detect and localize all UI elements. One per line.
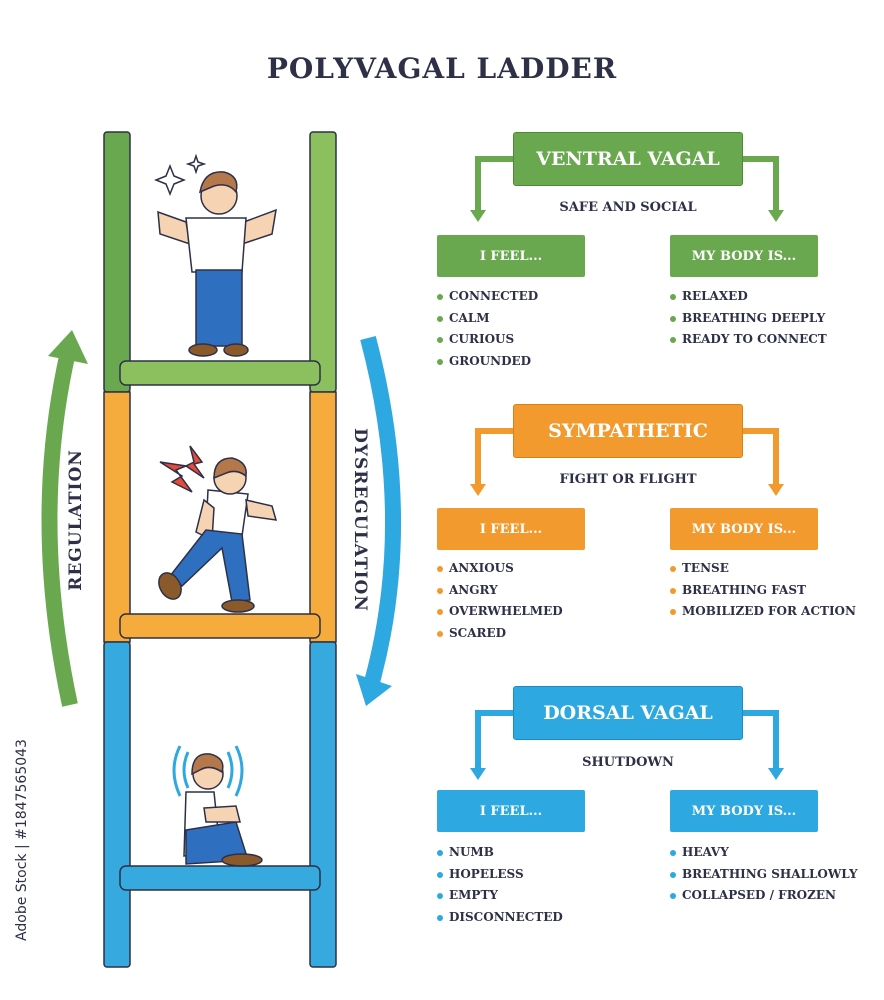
- list-item: CURIOUS: [437, 329, 538, 351]
- shutdown-person-figure: [172, 745, 263, 867]
- ventral-feel-label: I FEEL...: [437, 235, 585, 277]
- ventral-connectors: [475, 156, 779, 212]
- dorsal-body-label: MY BODY IS...: [670, 790, 818, 832]
- sympathetic-connectors: [475, 428, 779, 486]
- sympathetic-body-label: MY BODY IS...: [670, 508, 818, 550]
- list-item: DISCONNECTED: [437, 907, 563, 929]
- list-item: SCARED: [437, 623, 563, 645]
- regulation-label: REGULATION: [66, 449, 86, 591]
- list-item: HOPELESS: [437, 864, 563, 886]
- list-item: CALM: [437, 308, 538, 330]
- dysregulation-label: DYSREGULATION: [350, 428, 370, 612]
- list-item: CONNECTED: [437, 286, 538, 308]
- stock-credit: Adobe Stock | #1847565043: [14, 739, 30, 941]
- page-title: POLYVAGAL LADDER: [266, 52, 618, 85]
- list-item: OVERWHELMED: [437, 601, 563, 623]
- list-item: COLLAPSED / FROZEN: [670, 885, 858, 907]
- list-item: BREATHING FAST: [670, 580, 856, 602]
- dorsal-connectors: [475, 710, 779, 770]
- sympathetic-caption: FIGHT OR FLIGHT: [559, 472, 697, 487]
- list-item: TENSE: [670, 558, 856, 580]
- dorsal-body-list: HEAVY BREATHING SHALLOWLY COLLAPSED / FR…: [670, 842, 858, 907]
- dorsal-vagal-header: DORSAL VAGAL: [513, 686, 743, 740]
- list-item: ANXIOUS: [437, 558, 563, 580]
- list-item: GROUNDED: [437, 351, 538, 373]
- ventral-feel-list: CONNECTED CALM CURIOUS GROUNDED: [437, 286, 538, 372]
- list-item: HEAVY: [670, 842, 858, 864]
- dorsal-feel-label: I FEEL...: [437, 790, 585, 832]
- list-item: EMPTY: [437, 885, 563, 907]
- ladder: [103, 131, 337, 968]
- ventral-body-list: RELAXED BREATHING DEEPLY READY TO CONNEC…: [670, 286, 827, 351]
- list-item: BREATHING SHALLOWLY: [670, 864, 858, 886]
- sympathetic-feel-label: I FEEL...: [437, 508, 585, 550]
- list-item: BREATHING DEEPLY: [670, 308, 827, 330]
- ventral-vagal-caption: SAFE AND SOCIAL: [559, 200, 697, 215]
- list-item: NUMB: [437, 842, 563, 864]
- list-item: READY TO CONNECT: [670, 329, 827, 351]
- list-item: ANGRY: [437, 580, 563, 602]
- regulation-arrow: [41, 330, 88, 707]
- ventral-vagal-header: VENTRAL VAGAL: [513, 132, 743, 186]
- list-item: MOBILIZED FOR ACTION: [670, 601, 856, 623]
- ventral-body-label: MY BODY IS...: [670, 235, 818, 277]
- list-item: RELAXED: [670, 286, 827, 308]
- calm-person-figure: [153, 153, 277, 357]
- sympathetic-feel-list: ANXIOUS ANGRY OVERWHELMED SCARED: [437, 558, 563, 644]
- dysregulation-arrow: [356, 335, 402, 706]
- sympathetic-body-list: TENSE BREATHING FAST MOBILIZED FOR ACTIO…: [670, 558, 856, 623]
- sympathetic-header: SYMPATHETIC: [513, 404, 743, 458]
- dorsal-feel-list: NUMB HOPELESS EMPTY DISCONNECTED: [437, 842, 563, 928]
- stressed-person-figure: [158, 445, 278, 613]
- dorsal-vagal-caption: SHUTDOWN: [582, 755, 674, 770]
